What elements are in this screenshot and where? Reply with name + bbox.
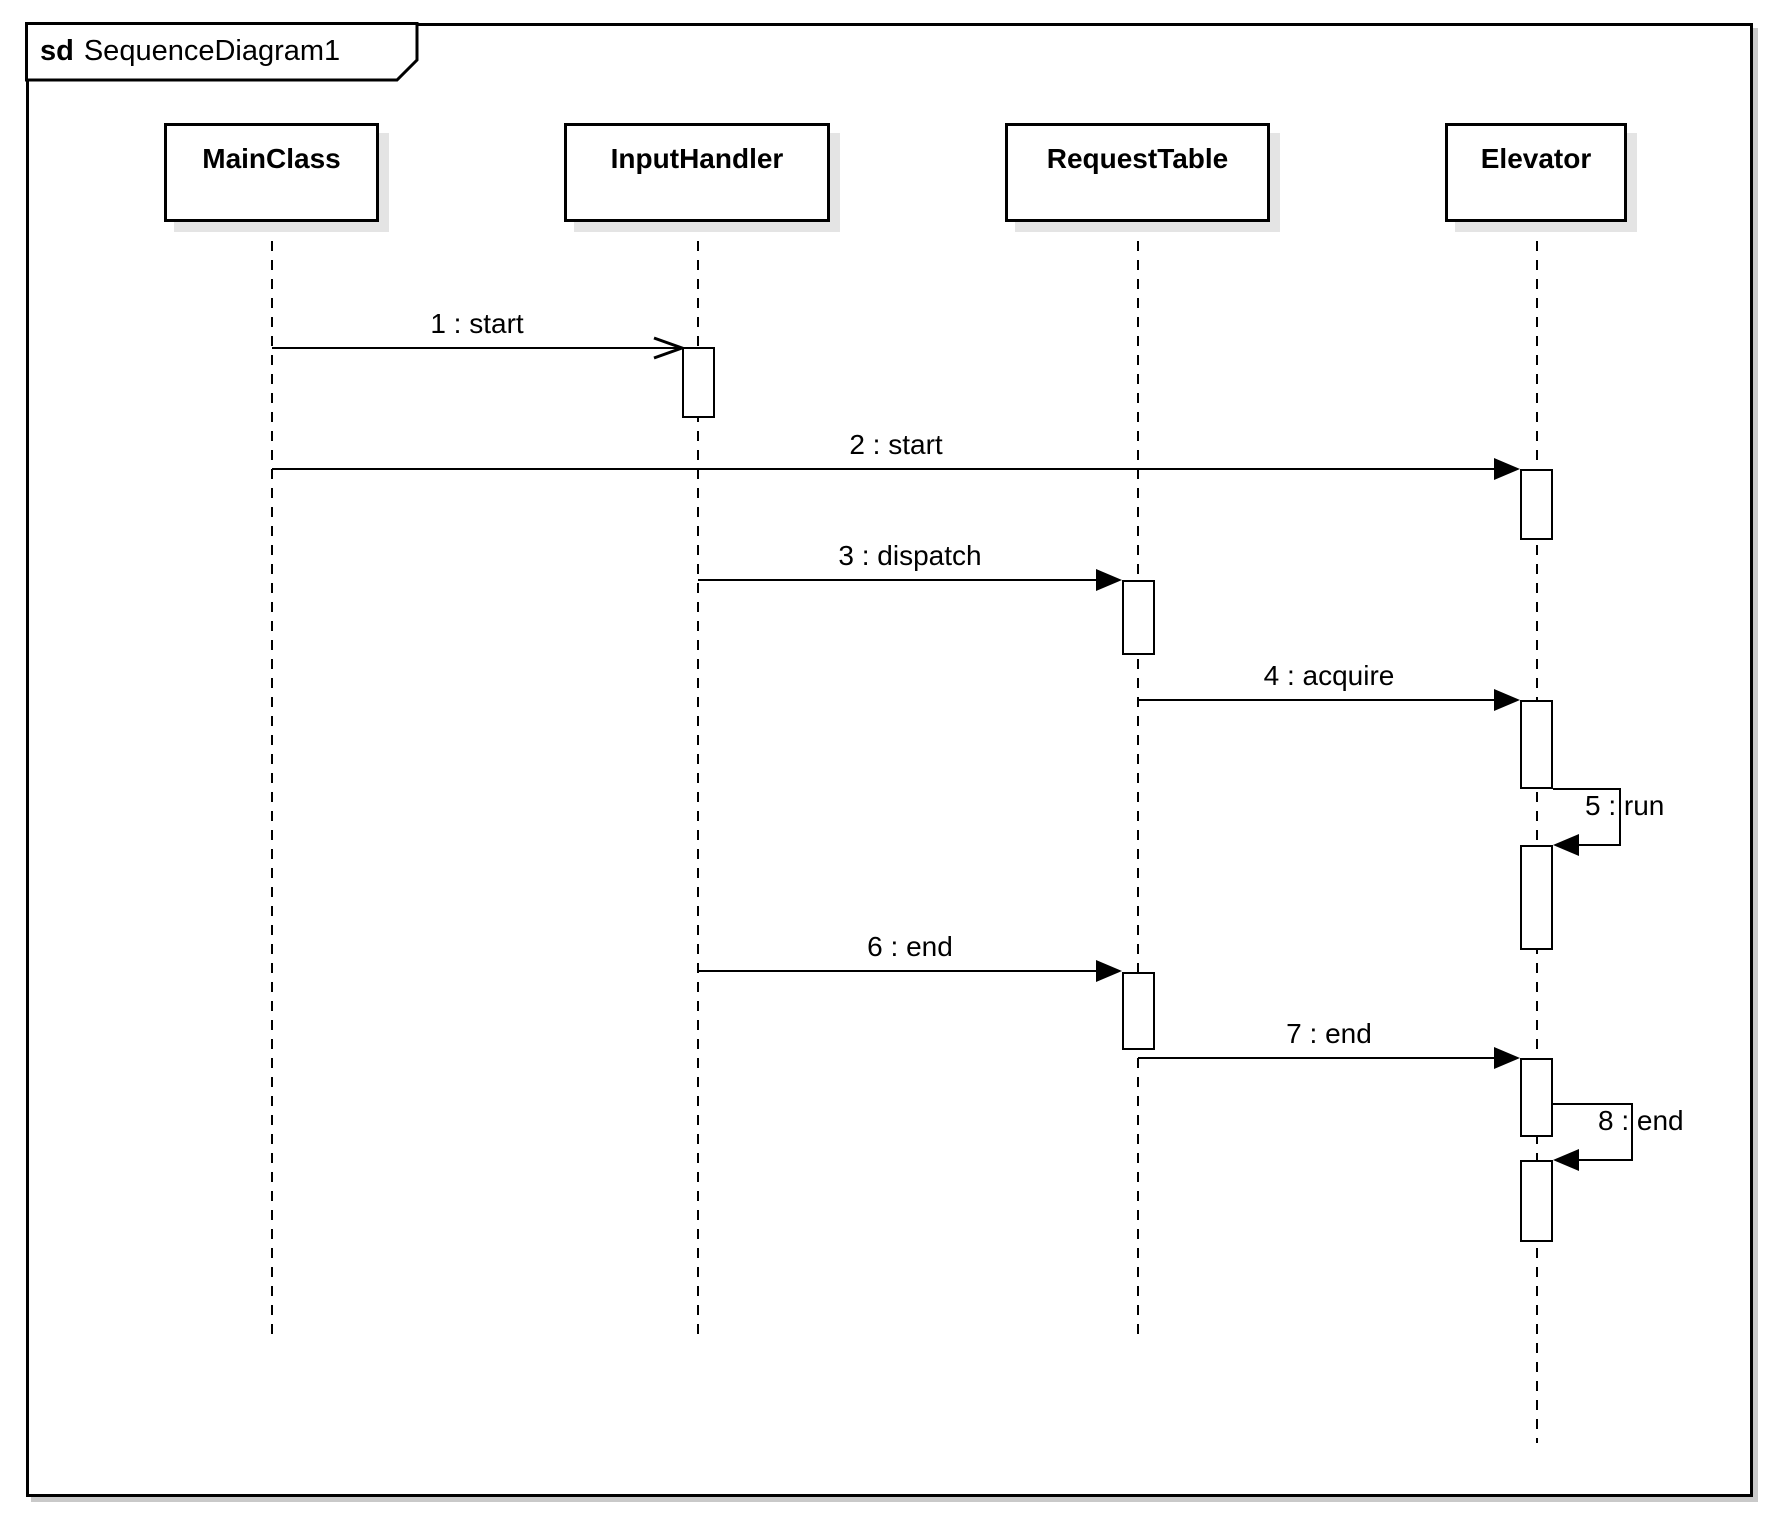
- message-7-label: 7 : end: [1286, 1018, 1372, 1049]
- lifeline-input-handler: [697, 222, 699, 1342]
- activation-elevator-5: [1520, 1160, 1553, 1242]
- message-3-label: 3 : dispatch: [838, 540, 982, 571]
- message-5-loop-bottom: [1579, 844, 1621, 846]
- message-7-line: [1138, 1057, 1496, 1059]
- message-2-label: 2 : start: [849, 429, 943, 460]
- open-arrowhead-icon: [653, 336, 684, 360]
- message-4-label: 4 : acquire: [1263, 660, 1395, 691]
- message-6-line: [698, 970, 1098, 972]
- message-3-line: [698, 579, 1098, 581]
- message-5-loop-right: [1619, 788, 1621, 846]
- filled-arrowhead-icon: [1096, 569, 1122, 591]
- message-4-line: [1138, 699, 1496, 701]
- activation-elevator-3: [1520, 845, 1553, 950]
- message-1-line: [272, 347, 682, 349]
- filled-arrowhead-icon: [1494, 1047, 1520, 1069]
- lifeline-label: RequestTable: [1046, 143, 1229, 174]
- message-8-label: 8 : end: [1598, 1105, 1684, 1136]
- activation-elevator-1: [1520, 469, 1553, 540]
- activation-input-handler-1: [682, 347, 715, 418]
- activation-elevator-2: [1520, 700, 1553, 789]
- message-8-loop-bottom: [1579, 1159, 1633, 1161]
- activation-request-table-1: [1122, 580, 1155, 655]
- message-1-label: 1 : start: [430, 308, 524, 339]
- frame-title: sd SequenceDiagram1: [40, 22, 340, 80]
- activation-elevator-4: [1520, 1058, 1553, 1137]
- message-5-loop-top: [1553, 788, 1621, 790]
- frame-keyword: sd: [40, 35, 74, 67]
- message-8-loop-right: [1631, 1103, 1633, 1161]
- lifeline-head-elevator: Elevator: [1445, 123, 1627, 222]
- lifeline-label: Elevator: [1480, 143, 1592, 174]
- lifeline-main-class: [271, 222, 273, 1342]
- lifeline-head-main-class: MainClass: [164, 123, 379, 222]
- frame-title-tab: [25, 22, 419, 82]
- filled-arrowhead-icon: [1553, 1149, 1579, 1171]
- lifeline-request-table: [1137, 222, 1139, 1342]
- filled-arrowhead-icon: [1494, 458, 1520, 480]
- message-2-line: [272, 468, 1496, 470]
- message-8-loop-top: [1553, 1103, 1633, 1105]
- filled-arrowhead-icon: [1096, 960, 1122, 982]
- lifeline-label: InputHandler: [610, 143, 784, 174]
- frame-title-name: SequenceDiagram1: [83, 35, 341, 67]
- lifeline-head-request-table: RequestTable: [1005, 123, 1270, 222]
- diagram-frame: [26, 23, 1753, 1497]
- filled-arrowhead-icon: [1553, 834, 1579, 856]
- lifeline-label: MainClass: [202, 143, 341, 174]
- activation-request-table-2: [1122, 972, 1155, 1050]
- message-6-label: 6 : end: [867, 931, 953, 962]
- lifeline-elevator: [1536, 222, 1538, 1443]
- message-5-label: 5 : run: [1585, 790, 1665, 821]
- lifeline-head-input-handler: InputHandler: [564, 123, 830, 222]
- filled-arrowhead-icon: [1494, 689, 1520, 711]
